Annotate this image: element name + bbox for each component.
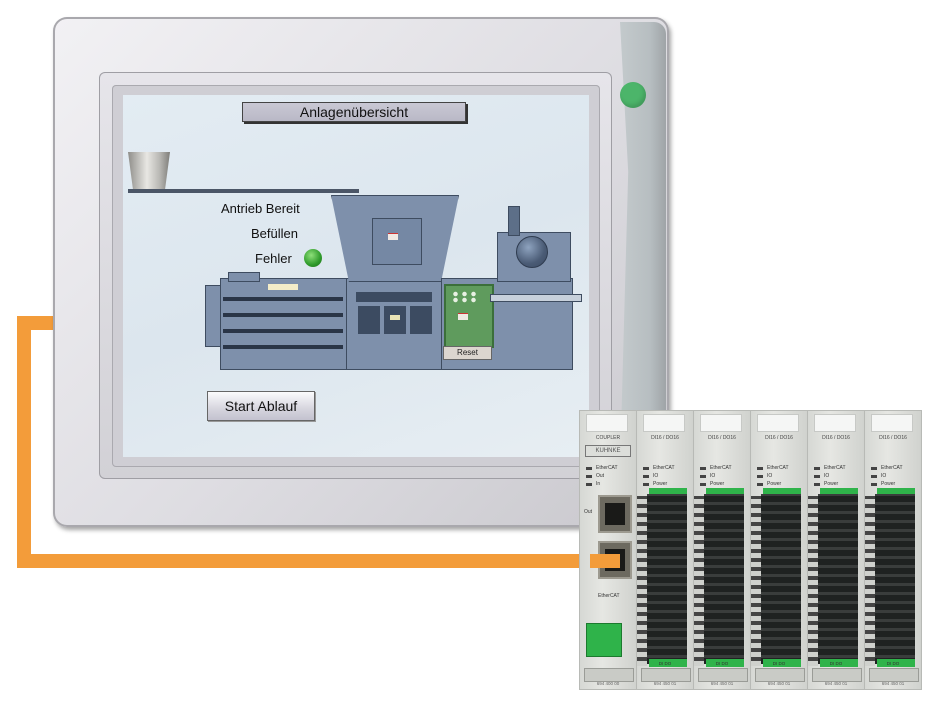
ethercat-cable-plug [590,554,620,568]
pin-column [637,496,647,666]
label-window [700,414,742,432]
led-icon [586,475,592,478]
led-icon [700,483,706,486]
ethercat-cable [17,554,617,568]
led-icon [643,467,649,470]
io-module-2: DI16 / DO16 EtherCAT IO Power DI DO 694 … [693,410,751,690]
terminal-strip [755,668,805,682]
start-sequence-button[interactable]: Start Ablauf [207,391,315,421]
error-indicator-icon [304,249,322,267]
led-icon [814,467,820,470]
io-module-4: DI16 / DO16 EtherCAT IO Power DI DO 694 … [807,410,865,690]
coupler-title: COUPLER [595,435,621,441]
ethercat-coupler: COUPLER KUHNKE EtherCAT Out In Out Ether… [579,410,637,690]
led-icon [700,467,706,470]
led-icon [814,475,820,478]
io-module-3: DI16 / DO16 EtherCAT IO Power DI DO 694 … [750,410,808,690]
label-window [757,414,799,432]
io-module-1: DI16 / DO16 EtherCAT IO Power DI DO 694 … [636,410,694,690]
terminal-strip [698,668,748,682]
ethercat-cable [17,316,31,568]
io-terminal-block[interactable] [704,494,744,664]
screen-title: Anlagenübersicht [242,102,466,122]
power-led-icon [620,82,646,108]
terminal-strip [812,668,862,682]
status-error: Fehler [255,251,292,266]
terminal-strip [869,668,919,682]
status-drive-ready: Antrieb Bereit [221,201,300,216]
led-icon [757,483,763,486]
label-window [814,414,856,432]
led-icon [700,475,706,478]
pin-column [808,496,818,666]
label-window [586,414,628,432]
led-icon [643,475,649,478]
pin-column [865,496,875,666]
conveyor [128,189,359,193]
led-icon [814,483,820,486]
io-terminal-block[interactable] [818,494,858,664]
io-terminal-block[interactable] [647,494,687,664]
led-icon [871,483,877,486]
terminal-strip [584,668,634,682]
io-module-5: DI16 / DO16 EtherCAT IO Power DI DO 694 … [864,410,922,690]
led-icon [871,475,877,478]
led-icon [586,467,592,470]
brand-logo: KUHNKE [585,445,631,457]
led-icon [586,483,592,486]
label-window [643,414,685,432]
led-icon [871,467,877,470]
bucket-icon [128,152,170,190]
power-connector[interactable] [586,623,622,657]
led-icon [757,475,763,478]
led-icon [643,483,649,486]
io-terminal-block[interactable] [761,494,801,664]
ethercat-logo: EtherCAT [598,593,620,599]
terminal-strip [641,668,691,682]
reset-button[interactable]: Reset [443,346,492,360]
led-icon [757,467,763,470]
pin-column [694,496,704,666]
label-window [871,414,913,432]
pin-column [751,496,761,666]
port-out-label: Out [584,509,593,515]
io-terminal-block[interactable] [875,494,915,664]
status-filling: Befüllen [251,226,298,241]
ethernet-port-out[interactable] [598,495,632,533]
